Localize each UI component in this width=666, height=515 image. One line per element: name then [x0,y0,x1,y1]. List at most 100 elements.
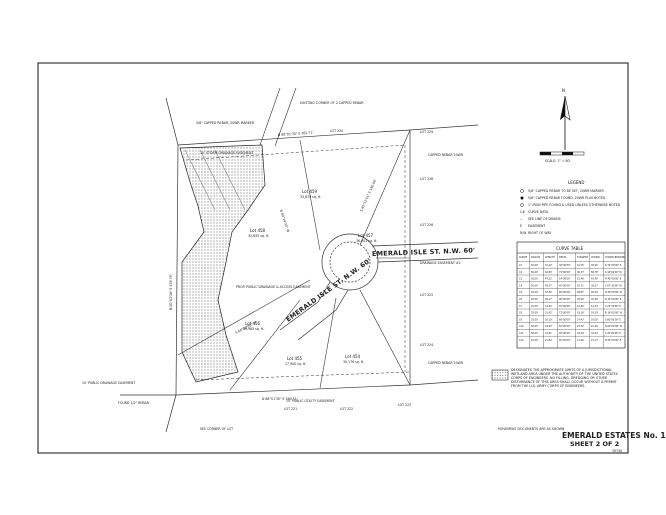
adjacent-lot: LOT 220 [330,129,343,133]
curve-table-cell: C2 [519,271,523,274]
adjacent-lot-numbers: LOT 229 LOT 228 LOT 226 LOT 225 LOT 224 … [284,129,433,411]
lot-label: Lot 457 [358,233,374,238]
note: DRAINAGE EASEMENT #2 [420,261,461,265]
curve-table-cell: 58.78' [591,271,599,274]
curve-table-cell: 45°00'00" [559,305,571,308]
legend-item: CURVE DATA [528,210,549,214]
note: 10' STORM DRAINAGE EASEMENT [200,151,253,155]
curve-table-cell: N 45°00'00" E [605,278,622,281]
curve-table-cell: 25.00' [577,298,585,301]
sheet-number: SHEET 2 OF 2 [570,440,619,448]
bearing-left: N 00°02'16" E 559.79' [169,274,173,310]
plat-notes: 5/8" CAPPED REBAR, 20WR MARKER 10' STORM… [82,101,464,431]
curve-table-header-cell: TANGENT [577,256,589,259]
curve-table-cell: 25.00' [531,318,539,321]
legend-key: -- [520,217,522,221]
note: 10' PUBLIC UTILITY EASEMENT [286,399,335,403]
note: SEE CORNER OF LOT [200,427,233,431]
curve-table-cell: N 65°00'00" W [605,325,623,328]
curve-table-cell: 50.00' [531,291,539,294]
boundary-lines [120,97,479,433]
curve-table-cell: 50.00' [531,278,539,281]
plat-title: EMERALD ESTATES No. 13 [562,431,666,440]
curve-table-cell: 20.71' [577,284,585,287]
curve-table-cell: C7 [519,305,523,308]
curve-table-cell: 11.66' [577,339,585,342]
curve-table-cell: 25.48' [577,278,585,281]
wetland-note-text: DESIGNATES THE APPROXIMATE LIMITS OF A J… [511,368,618,389]
curve-table-cell: 36°00'00" [559,264,571,267]
curve-table-cell: 39.27' [545,298,553,301]
curve-table-cell: N 45°00'00" E [605,298,622,301]
curve-table-header-cell: DELTA [559,256,567,259]
lot-area: 36,001 sq. ft. [356,239,377,243]
curve-table-cell: S 67°30'00" W [605,284,623,287]
bearing-top: N 88°01'30" E 362.71' [278,131,314,137]
lot-area: 30,176 sq. ft. [343,360,364,364]
legend-key: E [520,224,522,228]
curve-table-cell: 16.25' [577,264,585,267]
curve-table-cell: 34.20' [591,332,599,335]
curve-table-cell: 25.00' [531,339,539,342]
adjacent-lot: LOT 222 [340,407,353,411]
curve-table-cell: C8 [519,312,523,315]
note: PROP. PUBLIC DRAINAGE & ACCESS EASEMENT [236,285,311,289]
curve-table-cell: 30.90' [591,264,599,267]
curve-table-cell: S 22°30'00" E [605,305,622,308]
curve-table-cell: 36.33' [577,271,585,274]
legend-item: SEE LINE OF DRAINS [528,217,561,221]
legend-item: EASEMENT [528,224,545,228]
curve-table-cell: 38.27' [591,284,599,287]
curve-table-title: CURVE TABLE [556,246,584,251]
curve-table-cell: C10 [519,325,524,328]
curve-table-cell: 19.13' [591,305,599,308]
note: EXISTING CORNER OF 2 CAPPED REBAR [300,101,364,105]
curve-table-cell: N 30°00'00" W [605,291,623,294]
lot-label: Lot 459 [302,189,318,194]
curve-table-cell: C6 [519,298,523,301]
legend-item: 1" IRON PIPE FOUND & USED UNLESS OTHERWI… [528,203,621,207]
curve-table-cell: 21.82' [545,339,553,342]
adjacent-lot: LOT 228 [420,177,433,181]
legend-item: RIGHT OF WAY [528,231,551,235]
lot-label: Lot 456 [245,321,261,326]
curve-table-cell: 34.91' [545,332,553,335]
lot-label: Lot 454 [345,354,361,359]
curve-table-cell: 18.20' [577,332,585,335]
lot-area: 33,679 sq. ft. [300,195,321,199]
curve-table-cell: 50°00'00" [559,339,571,342]
curve-table-cell: 45°00'00" [559,284,571,287]
curve-table-cell: 72°00'00" [559,312,571,315]
curve-table-cell: C3 [519,278,523,281]
curve-table-cell: 25.00' [591,318,599,321]
wetland-area [179,144,266,383]
adjacent-lot: LOT 225 [420,293,433,297]
curve-table-cell: 47.12' [545,278,553,281]
curve-table-cell: S 20°00'00" E [605,332,622,335]
note: FOUND 1/2" REBAR [118,401,150,405]
curve-table-header-cell: CHORD [591,256,600,259]
curve-table-cell: 50.00' [531,284,539,287]
curve-table-cell: 50.00' [531,332,539,335]
curve-table-cell: 50.00' [591,291,599,294]
curve-table-cell: 39.27' [545,284,553,287]
curve-table-header-cell: CURVE [519,256,528,259]
curve-table-cell: C11 [519,332,524,335]
bearing-bottom: N 88°01'30" E 369.51' [262,397,298,401]
curve-table-cell: 54°00'00" [559,278,571,281]
curve-table-cell: N 25°00'00" E [605,339,622,342]
north-label: N [562,88,565,93]
curve-table-cell: 50.00' [531,271,539,274]
scale-label: SCALE: 1" = 60' [545,159,571,163]
wetland-note: DESIGNATES THE APPROXIMATE LIMITS OF A J… [491,368,618,389]
lot-label: Lot 458 [250,228,266,233]
curve-table-header-cell: RADIUS [531,256,540,259]
curve-table-cell: N 72°00'00" E [605,264,622,267]
curve-table-cell: 50°00'00" [559,325,571,328]
hatch-lines [184,149,246,211]
note: CAPPED REBAR 20WR [428,153,464,157]
lot-lines [177,87,411,391]
curve-table-cell: C1 [519,264,523,267]
